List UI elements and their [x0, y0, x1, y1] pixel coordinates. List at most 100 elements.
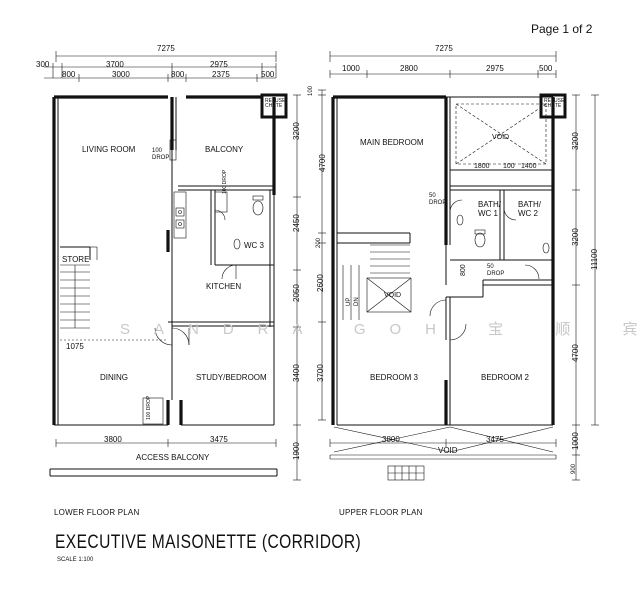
- upper-outer-walls: [331, 95, 555, 425]
- room-store: STORE: [62, 255, 90, 264]
- upper-dim: 2800: [400, 64, 418, 73]
- lower-dim: 2450: [292, 214, 301, 232]
- upper-refuse-chute-label: REFUSE CHUTE: [544, 98, 565, 109]
- kitchen-counter: [173, 191, 187, 239]
- lower-inner-walls: [54, 97, 275, 426]
- lower-dim: 800: [171, 70, 185, 79]
- upper-left-dim: 4700: [318, 154, 327, 172]
- lower-outer-walls: [52, 95, 276, 425]
- upper-right-dim: 1000: [571, 432, 580, 450]
- upper-total-height: 11100: [590, 248, 599, 270]
- drop-note: 100 DROP: [146, 395, 152, 420]
- room-bath1: BATH/ WC 1: [478, 200, 501, 218]
- plan-title: EXECUTIVE MAISONETTE (CORRIDOR): [55, 532, 362, 553]
- upper-note: 100: [503, 163, 515, 170]
- lower-dim: 3000: [112, 70, 130, 79]
- lower-dim: 2375: [212, 70, 230, 79]
- upper-left-dimension-lines: [318, 89, 326, 421]
- room-kitchen: KITCHEN: [206, 282, 242, 291]
- upper-top-dimension-lines: [329, 51, 557, 78]
- upper-stair-void: [342, 244, 412, 320]
- upper-void-top: [455, 103, 547, 165]
- lower-dim: 2975: [210, 60, 228, 69]
- page-indicator: Page 1 of 2: [531, 22, 593, 36]
- upper-bottom-dim: 3475: [486, 435, 504, 444]
- refuse-chute-label: REFUSE CHUTE: [265, 98, 286, 109]
- upper-bottom-dim: 3800: [382, 435, 400, 444]
- void-top: VOID: [492, 134, 510, 141]
- upper-left-dim: 200: [316, 237, 322, 248]
- upper-dim: 1000: [342, 64, 360, 73]
- lower-bottom-dimension-lines: [55, 439, 277, 447]
- room-bath2: BATH/ WC 2: [518, 200, 541, 218]
- upper-floor-caption: UPPER FLOOR PLAN: [339, 508, 423, 517]
- upper-doors: [429, 264, 540, 341]
- upper-right-dim: 900: [571, 463, 577, 474]
- room-study: STUDY/BEDROOM: [196, 373, 267, 382]
- room-bedroom3: BEDROOM 3: [370, 373, 419, 382]
- room-dining: DINING: [100, 373, 128, 382]
- upper-note: 1800: [474, 163, 490, 170]
- watermark: SANDRA GOH 宝 顺 宾: [120, 321, 639, 338]
- lower-floor-caption: LOWER FLOOR PLAN: [54, 508, 140, 517]
- lower-top-dimension-lines: [44, 51, 277, 82]
- access-balcony-label: ACCESS BALCONY: [136, 453, 210, 462]
- lower-dim: 300: [36, 60, 50, 69]
- drop-note: 100 DROP: [222, 169, 228, 194]
- drop-note: DROP: [152, 155, 170, 161]
- void-mid: VOID: [384, 292, 402, 299]
- void-bottom: VOID: [438, 446, 458, 455]
- drop-note: 50 DROP: [487, 264, 505, 277]
- lower-dim: 3700: [106, 60, 124, 69]
- vent-grille: [387, 465, 425, 481]
- lower-drop-boxes: [142, 139, 228, 425]
- lower-overall-width: 7275: [157, 44, 175, 53]
- upper-dim: 500: [539, 64, 553, 73]
- upper-refuse-chute: [539, 93, 567, 119]
- lower-bottom-dim: 3800: [104, 435, 122, 444]
- lower-dim: 1900: [292, 442, 301, 460]
- scale-label: SCALE 1:100: [57, 557, 94, 563]
- wc3-fixtures: [214, 195, 264, 250]
- room-living: LIVING ROOM: [82, 145, 136, 154]
- stair-dim: 1075: [66, 342, 84, 351]
- lower-right-dimension-lines: [293, 94, 301, 481]
- upper-left-dim: 3700: [316, 364, 325, 382]
- drop-note: 50 DROP: [429, 193, 447, 206]
- drop-note: 100: [152, 148, 163, 154]
- stair-up: UP: [346, 297, 352, 306]
- lower-stairs: [60, 246, 98, 329]
- lower-dim: 500: [261, 70, 275, 79]
- upper-note: 800: [460, 264, 467, 276]
- lower-floor-plan: [44, 51, 301, 481]
- room-balcony: BALCONY: [205, 145, 244, 154]
- upper-left-dim: 100: [308, 85, 314, 96]
- bath-fixtures: [449, 199, 550, 254]
- lower-refuse-chute: [260, 93, 288, 119]
- lower-dim: 3400: [292, 364, 301, 382]
- upper-left-dim: 2600: [316, 274, 325, 292]
- upper-dim: 2975: [486, 64, 504, 73]
- upper-right-dim: 3200: [571, 132, 580, 150]
- upper-overall-width: 7275: [435, 44, 453, 53]
- upper-right-dim: 3200: [571, 228, 580, 246]
- stair-dn: DN: [354, 297, 360, 306]
- upper-right-dimension-lines: [572, 94, 599, 481]
- lower-bottom-dim: 3475: [210, 435, 228, 444]
- room-wc3: WC 3: [244, 241, 264, 250]
- upper-floor-plan: [318, 51, 599, 481]
- upper-bottom-dimension-lines: [329, 439, 557, 447]
- upper-inner-walls: [336, 96, 553, 426]
- upper-bottom-void: [329, 426, 557, 460]
- room-main-bedroom: MAIN BEDROOM: [360, 138, 424, 147]
- access-balcony-rail: [49, 468, 278, 477]
- upper-right-dim: 4700: [571, 344, 580, 362]
- lower-dim: 2050: [292, 284, 301, 302]
- lower-doors: [154, 264, 237, 346]
- room-bedroom2: BEDROOM 2: [481, 373, 530, 382]
- lower-dim: 3200: [292, 122, 301, 140]
- lower-dim: 800: [62, 70, 76, 79]
- upper-note: 1400: [521, 163, 537, 170]
